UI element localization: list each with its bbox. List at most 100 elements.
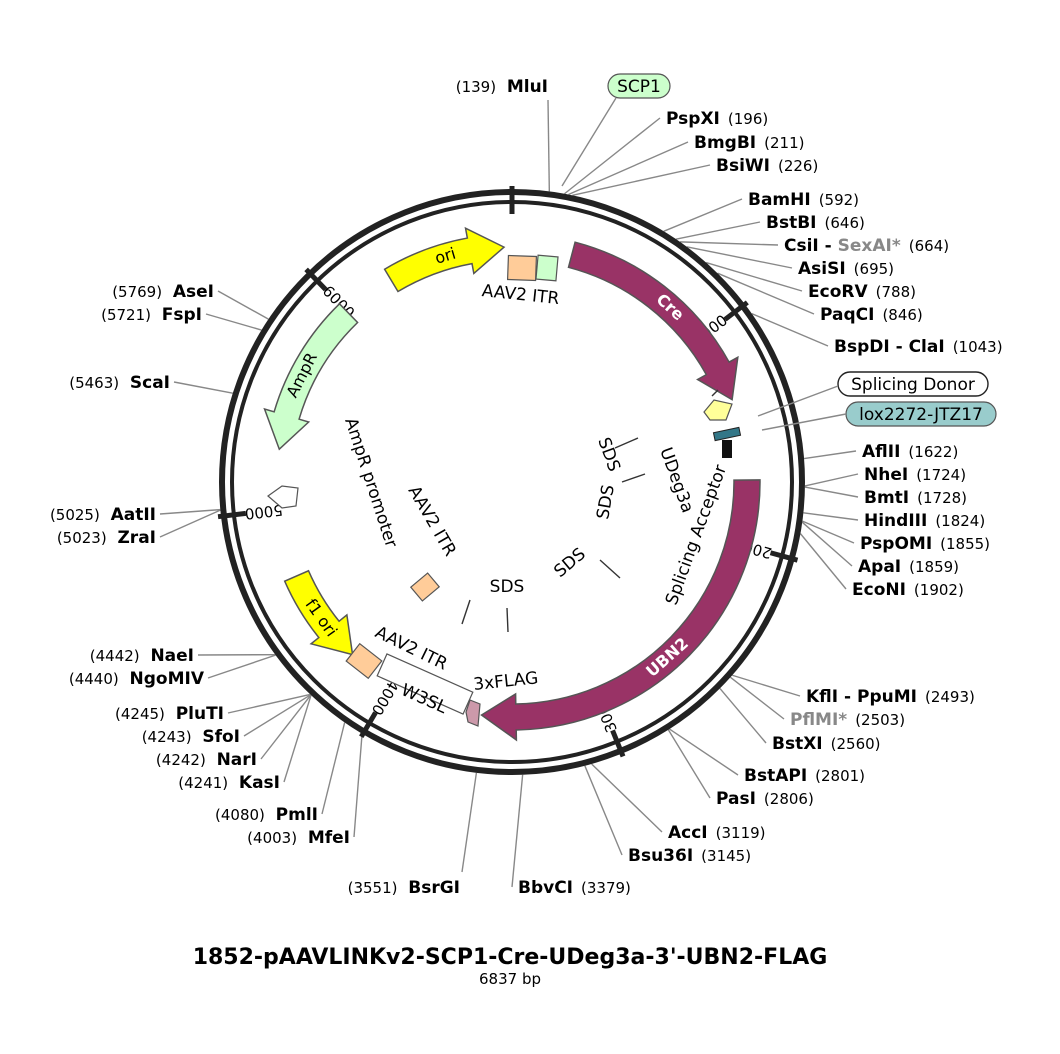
scp1-tag — [607, 73, 671, 99]
sds-label-2: SDS — [593, 483, 619, 521]
sds-label-3: SDS — [550, 544, 589, 582]
sds-mark — [461, 599, 471, 625]
site-label: (3551) BsrGI — [348, 878, 460, 898]
site-label: (5721) FspI — [101, 305, 202, 325]
udeg-mark — [711, 389, 719, 397]
site-label: BstXI(2560) — [772, 734, 881, 754]
site-leader — [719, 687, 767, 744]
site-leader — [511, 774, 524, 888]
site-label: (4003) MfeI — [247, 828, 350, 848]
plasmid-title: 1852-pAAVLINKv2-SCP1-Cre-UDeg3a-3'-UBN2-… — [193, 945, 828, 970]
site-label: PaqCI(846) — [820, 305, 923, 325]
site-leader — [591, 763, 663, 833]
site-label: Bsu36I(3145) — [628, 846, 751, 866]
site-leader — [564, 117, 661, 195]
udeg3a-label: UDeg3a — [655, 445, 697, 516]
site-label: EcoNI(1902) — [852, 580, 964, 600]
site-label: PspXI(196) — [666, 109, 768, 129]
site-leader — [803, 512, 859, 521]
site-label: BspDI - ClaI(1043) — [834, 337, 1003, 357]
junction-mark — [722, 440, 732, 458]
sds-label-4: SDS — [490, 577, 525, 597]
w3sl-box — [376, 653, 474, 715]
feature-ori — [383, 226, 506, 293]
site-label: (139) MluI — [456, 77, 548, 97]
site-label: CsiI - SexAI*(664) — [784, 236, 949, 256]
sds-mark — [506, 607, 509, 633]
aav2-itr-inner-label: AAV2 ITR — [404, 483, 460, 560]
site-label: EcoRV(788) — [808, 282, 916, 302]
site-label: (4242) NarI — [156, 750, 257, 770]
site-label: HindIII(1824) — [864, 511, 985, 531]
site-leader — [732, 674, 801, 697]
sds-mark — [614, 437, 639, 449]
tick-label: 5000 — [244, 501, 284, 523]
site-label: (4243) SfoI — [142, 727, 240, 747]
site-leader — [217, 290, 269, 320]
site-leader — [243, 694, 312, 737]
site-label: (5769) AseI — [112, 282, 214, 302]
site-leader — [686, 246, 793, 269]
tick-mark — [304, 267, 328, 292]
tick-mark — [610, 729, 626, 758]
site-leader — [584, 765, 623, 856]
site-leader — [205, 313, 262, 331]
lox-tag-label: lox2272-JTZ17 — [859, 405, 983, 425]
tick-mark — [217, 510, 247, 520]
splicing-donor-mark — [703, 399, 733, 421]
site-label: PasI(2806) — [716, 789, 814, 809]
site-label: AsiSI(695) — [798, 259, 894, 279]
site-leader — [803, 450, 857, 460]
splicing-donor-tag — [837, 371, 989, 397]
donor-leader — [757, 385, 839, 417]
site-leader — [675, 221, 761, 240]
ampr-promoter-label: AmpR promoter — [340, 415, 401, 550]
site-label: BmtI(1728) — [864, 488, 967, 508]
site-leaders — [159, 99, 859, 888]
site-leader — [667, 729, 711, 799]
sds-mark — [621, 473, 646, 483]
site-leader — [663, 198, 743, 232]
site-label: NheI(1724) — [864, 465, 966, 485]
site-leader — [283, 694, 312, 783]
scp1-box — [535, 254, 559, 282]
lox-leader — [761, 413, 847, 431]
site-label: (4440) NgoMIV — [69, 669, 205, 689]
site-leader — [705, 261, 803, 292]
site-leader — [159, 508, 221, 515]
scp1-tag-label: SCP1 — [617, 77, 661, 97]
plasmid-size: 6837 bp — [479, 970, 541, 988]
site-leader — [321, 722, 346, 815]
site-leader — [227, 693, 311, 714]
tick-mark — [769, 550, 799, 563]
site-label: (4245) PluTI — [115, 704, 224, 724]
feature-ubn2 — [480, 479, 761, 742]
site-leader — [730, 676, 785, 720]
aav2-itr-top-label: AAV2 ITR — [481, 281, 561, 309]
site-label: (5023) ZraI — [57, 528, 156, 548]
site-label: BstBI(646) — [766, 213, 865, 233]
site-leader — [717, 272, 815, 315]
site-leader — [799, 533, 847, 590]
site-label: AflII(1622) — [862, 442, 958, 462]
site-label: (4080) PmlI — [215, 805, 318, 825]
sds-mark — [599, 559, 621, 579]
site-leader — [679, 241, 779, 246]
site-leader — [461, 772, 478, 873]
flag-label: 3xFLAG — [472, 668, 539, 695]
site-leader — [260, 694, 312, 760]
site-label: (4241) KasI — [178, 773, 280, 793]
site-label: PspOMI(1855) — [860, 534, 990, 554]
site-leader — [353, 733, 363, 838]
site-leader — [207, 654, 276, 679]
site-leader — [804, 473, 859, 487]
site-leader — [669, 728, 739, 776]
site-label: AccI(3119) — [668, 823, 766, 843]
site-label: BbvCI(3379) — [518, 878, 631, 898]
site-label: BamHI(592) — [748, 190, 859, 210]
site-label: ApaI(1859) — [858, 557, 959, 577]
site-leader — [568, 141, 689, 196]
aav2-itr-top-box — [506, 254, 538, 282]
